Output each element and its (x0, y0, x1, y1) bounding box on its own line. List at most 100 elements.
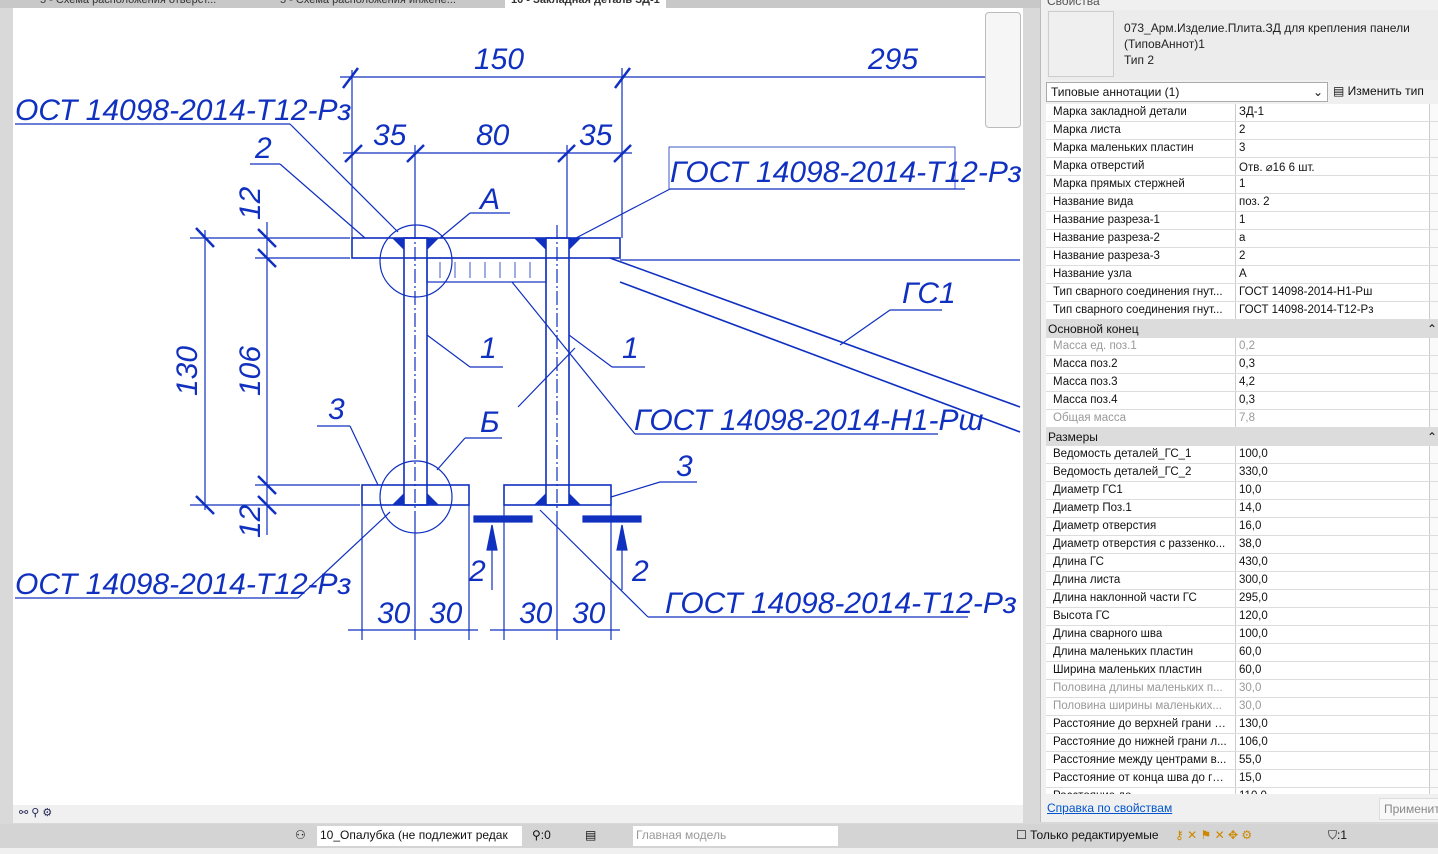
associate-parameter-button[interactable] (1429, 572, 1438, 589)
editable-requests-icon[interactable]: ⚲:0 (532, 828, 551, 842)
property-row[interactable]: Расстояние между центрами в...55,0 (1046, 752, 1438, 770)
property-value[interactable]: 110,0 (1236, 788, 1429, 794)
property-value[interactable]: 2 (1239, 250, 1246, 262)
property-value[interactable]: 38,0 (1239, 538, 1262, 550)
associate-parameter-button[interactable] (1429, 464, 1438, 481)
worksets-icon[interactable]: ⚇ (295, 828, 306, 842)
property-value[interactable]: ГОСТ 14098-2014-Т12-Рз (1239, 304, 1374, 316)
property-value[interactable]: поз. 2 (1239, 196, 1270, 208)
associate-parameter-button[interactable] (1429, 194, 1438, 211)
associate-parameter-button[interactable] (1429, 734, 1438, 751)
associate-parameter-button[interactable] (1429, 698, 1438, 715)
filter-icon[interactable]: ⛉:1 (1328, 828, 1348, 842)
design-option-dropdown[interactable]: Главная модель (633, 826, 838, 846)
associate-parameter-button[interactable] (1429, 680, 1438, 697)
select-links-icon[interactable]: ⚷ ✕ ⚑ ✕ ✥ ⚙ (1175, 828, 1253, 842)
associate-parameter-button[interactable] (1429, 446, 1438, 463)
tab-view-1[interactable]: 5 - Схема расположения отверст... (40, 0, 217, 6)
visual-style-icon[interactable]: ⚯ ⚲ ⚙ (19, 807, 53, 819)
associate-parameter-button[interactable] (1429, 356, 1438, 373)
associate-parameter-button[interactable] (1429, 176, 1438, 193)
associate-parameter-button[interactable] (1429, 266, 1438, 283)
property-value[interactable]: 16,0 (1239, 520, 1262, 532)
property-value[interactable]: 0,3 (1239, 394, 1255, 406)
associate-parameter-button[interactable] (1429, 770, 1438, 787)
associate-parameter-button[interactable] (1429, 338, 1438, 355)
property-value[interactable]: 330,0 (1239, 466, 1268, 478)
property-group-header[interactable]: Основной конец⌃ (1046, 320, 1438, 338)
associate-parameter-button[interactable] (1429, 626, 1438, 643)
type-selector[interactable]: 073_Арм.Изделие.Плита.ЗД для крепления п… (1047, 10, 1438, 80)
property-group-header[interactable]: Размеры⌃ (1046, 428, 1438, 446)
associate-parameter-button[interactable] (1429, 374, 1438, 391)
property-value[interactable]: 100,0 (1239, 628, 1268, 640)
apply-button[interactable]: Применить (1379, 798, 1438, 820)
associate-parameter-button[interactable] (1429, 554, 1438, 571)
property-value[interactable]: 10,0 (1239, 484, 1262, 496)
associate-parameter-button[interactable] (1429, 716, 1438, 733)
property-value[interactable]: 60,0 (1239, 646, 1262, 658)
property-value[interactable]: 2 (1239, 124, 1246, 136)
property-value[interactable]: 130,0 (1239, 718, 1268, 730)
instance-filter-dropdown[interactable]: Типовые аннотации (1)⌄ (1046, 82, 1328, 102)
property-row[interactable]: Диаметр отверстия с раззенко...38,0 (1046, 536, 1438, 554)
property-value[interactable]: ЗД-1 (1239, 106, 1264, 118)
property-value[interactable]: 120,0 (1239, 610, 1268, 622)
associate-parameter-button[interactable] (1429, 410, 1438, 427)
tab-view-active[interactable]: 10 - Закладная деталь ЗД-1 (505, 0, 666, 8)
associate-parameter-button[interactable] (1429, 500, 1438, 517)
associate-parameter-button[interactable] (1429, 158, 1438, 175)
property-value[interactable]: ГОСТ 14098-2014-Н1-Рш (1239, 286, 1373, 298)
property-value[interactable]: 15,0 (1239, 772, 1262, 784)
property-row[interactable]: Расстояние до нижней грани л...106,0 (1046, 734, 1438, 752)
properties-help-link[interactable]: Справка по свойствам (1047, 801, 1173, 815)
design-options-icon[interactable]: ▤ (585, 828, 597, 842)
editable-only-checkbox[interactable]: ☐ Только редактируемые (1016, 828, 1159, 842)
tab-view-2[interactable]: 5 - Схема расположения инжене... (280, 0, 456, 6)
associate-parameter-button[interactable] (1429, 644, 1438, 661)
property-row[interactable]: Расстояние от конца шва до гр...15,0 (1046, 770, 1438, 788)
drawing-canvas[interactable]: 150 295 35 80 35 130 106 12 12 30 30 30 … (13, 8, 1023, 805)
associate-parameter-button[interactable] (1429, 212, 1438, 229)
associate-parameter-button[interactable] (1429, 248, 1438, 265)
property-row[interactable]: Тип сварного соединения гнут...ГОСТ 1409… (1046, 284, 1438, 302)
associate-parameter-button[interactable] (1429, 752, 1438, 769)
property-value[interactable]: 0,3 (1239, 358, 1255, 370)
property-row[interactable]: Расстояние до ...110,0 (1046, 788, 1438, 794)
property-value[interactable]: Отв. ⌀16 6 шт. (1239, 162, 1315, 174)
associate-parameter-button[interactable] (1429, 104, 1438, 121)
workset-dropdown[interactable]: 10_Опалубка (не подлежит редак (317, 826, 522, 846)
property-value[interactable]: 430,0 (1239, 556, 1268, 568)
associate-parameter-button[interactable] (1429, 230, 1438, 247)
property-value[interactable]: 300,0 (1239, 574, 1268, 586)
property-value[interactable]: 14,0 (1239, 502, 1262, 514)
property-value[interactable]: А (1239, 268, 1247, 280)
associate-parameter-button[interactable] (1429, 140, 1438, 157)
property-value[interactable]: а (1239, 232, 1246, 244)
associate-parameter-button[interactable] (1429, 518, 1438, 535)
